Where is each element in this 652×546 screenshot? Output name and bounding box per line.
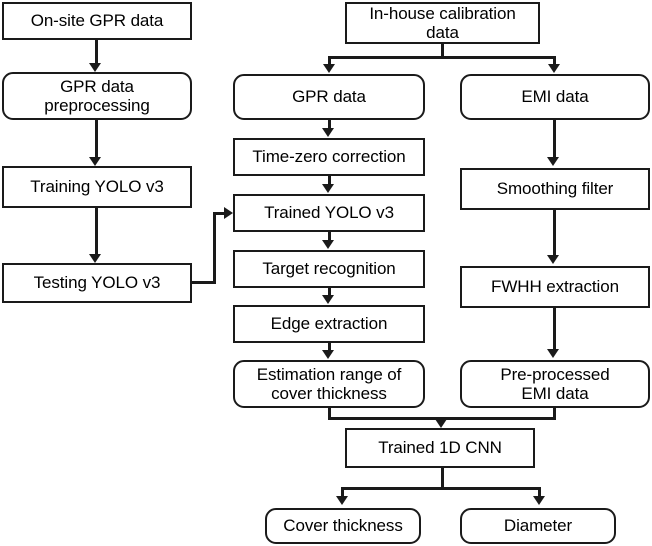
edge-calibration-to-gpr-line — [328, 56, 331, 68]
edge-testing-to-trained-h2 — [213, 212, 227, 215]
edge-onsite-to-preproc-arrow — [89, 63, 101, 72]
node-label: Target recognition — [262, 259, 396, 279]
node-cover-thickness[interactable]: Cover thickness — [265, 508, 421, 544]
node-label: Cover thickness — [283, 516, 403, 536]
node-label: Testing YOLO v3 — [33, 273, 161, 293]
node-diameter[interactable]: Diameter — [460, 508, 616, 544]
edge-smoothing-to-fwhh-line — [553, 210, 556, 256]
edge-calibration-split-bar — [328, 56, 556, 59]
edge-preprocemi-merge-stem — [553, 408, 556, 420]
node-label: In-house calibration data — [369, 3, 516, 42]
edge-gpr-to-timezero-arrow — [322, 128, 334, 137]
edge-timezero-to-trainedyolo-arrow — [322, 184, 334, 193]
edge-cnn-to-cover-arrow — [336, 496, 348, 505]
node-edge-extraction[interactable]: Edge extraction — [233, 305, 425, 343]
edge-preproc-to-training-line — [95, 120, 98, 159]
node-label: Trained YOLO v3 — [264, 203, 394, 223]
node-trained-yolo-v3[interactable]: Trained YOLO v3 — [233, 194, 425, 232]
node-testing-yolo-v3[interactable]: Testing YOLO v3 — [2, 263, 192, 303]
node-label: FWHH extraction — [491, 277, 619, 297]
edge-smoothing-to-fwhh-arrow — [547, 255, 559, 264]
node-label: Pre-processed EMI data — [500, 364, 610, 403]
edge-emi-to-smoothing-line — [553, 120, 556, 159]
node-pre-processed-emi-data[interactable]: Pre-processed EMI data — [460, 360, 650, 408]
node-estimation-range-of-cover-thickness[interactable]: Estimation range of cover thickness — [233, 360, 425, 408]
edge-testing-to-trained-v — [213, 212, 216, 284]
edge-calibration-to-gpr-arrow — [323, 64, 335, 73]
node-label: On-site GPR data — [30, 11, 164, 31]
edge-gpr-to-timezero-line — [328, 120, 331, 132]
edge-training-to-testing-line — [95, 208, 98, 256]
edge-training-to-testing-arrow — [89, 254, 101, 263]
edge-testing-to-trained-arrow — [224, 207, 233, 219]
node-label: Time-zero correction — [252, 147, 406, 167]
edge-fwhh-to-preprocemi-line — [553, 308, 556, 350]
node-gpr-data[interactable]: GPR data — [233, 74, 425, 120]
edge-cnn-output-stem — [441, 468, 444, 490]
edge-cnn-to-cover-line — [341, 487, 344, 499]
node-label: Training YOLO v3 — [30, 177, 164, 197]
edge-testing-to-trained-h1 — [192, 281, 216, 284]
edge-target-to-edge-line — [328, 288, 331, 296]
node-emi-data[interactable]: EMI data — [460, 74, 650, 120]
node-label: EMI data — [521, 87, 589, 107]
node-label: GPR data preprocessing — [44, 76, 150, 115]
node-label: Estimation range of cover thickness — [256, 364, 402, 403]
edge-estrange-merge-stem — [328, 408, 331, 420]
edge-calibration-to-emi-arrow — [548, 64, 560, 73]
node-on-site-gpr-data[interactable]: On-site GPR data — [2, 2, 192, 40]
node-in-house-calibration-data[interactable]: In-house calibration data — [345, 2, 540, 44]
node-label: Trained 1D CNN — [378, 438, 502, 458]
edge-trainedyolo-to-target-line — [328, 232, 331, 241]
edge-cnn-to-diameter-arrow — [533, 496, 545, 505]
edge-cnn-split-bar — [341, 487, 541, 490]
node-label: GPR data — [292, 87, 366, 107]
node-training-yolo-v3[interactable]: Training YOLO v3 — [2, 166, 192, 208]
node-fwhh-extraction[interactable]: FWHH extraction — [460, 266, 650, 308]
edge-onsite-to-preproc-line — [95, 40, 98, 66]
edge-merge-to-cnn-arrow — [435, 419, 447, 428]
edge-calibration-to-emi-line — [553, 56, 556, 68]
edge-fwhh-to-preprocemi-arrow — [547, 349, 559, 358]
node-label: Diameter — [503, 516, 573, 536]
edge-trainedyolo-to-target-arrow — [322, 240, 334, 249]
edge-calibration-stem — [441, 44, 444, 59]
node-time-zero-correction[interactable]: Time-zero correction — [233, 138, 425, 176]
node-trained-1d-cnn[interactable]: Trained 1D CNN — [345, 428, 535, 468]
edge-cnn-to-diameter-line — [538, 487, 541, 499]
node-gpr-data-preprocessing[interactable]: GPR data preprocessing — [2, 72, 192, 120]
edge-preproc-to-training-arrow — [89, 157, 101, 166]
node-target-recognition[interactable]: Target recognition — [233, 250, 425, 288]
edge-edge-to-estrange-line — [328, 343, 331, 351]
node-label: Edge extraction — [270, 314, 388, 334]
edge-edge-to-estrange-arrow — [322, 350, 334, 359]
edge-timezero-to-trainedyolo-line — [328, 176, 331, 185]
edge-emi-to-smoothing-arrow — [547, 157, 559, 166]
node-smoothing-filter[interactable]: Smoothing filter — [460, 168, 650, 210]
node-label: Smoothing filter — [496, 179, 614, 199]
edge-target-to-edge-arrow — [322, 295, 334, 304]
